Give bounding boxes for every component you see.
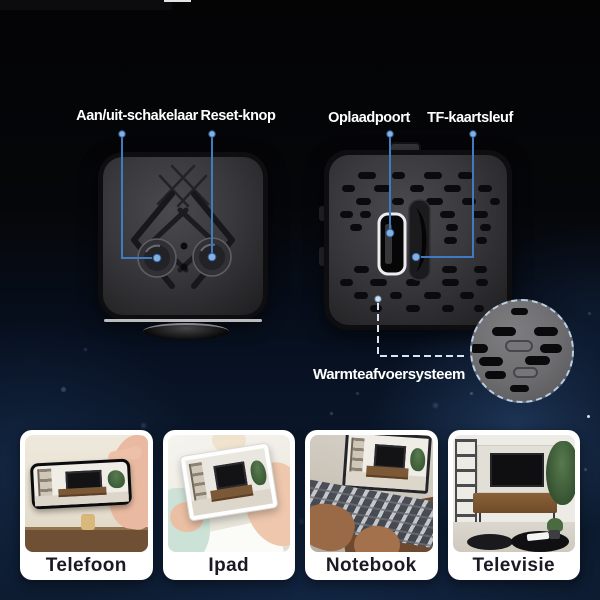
smartphone xyxy=(29,458,133,510)
tall-plant xyxy=(546,441,575,505)
right-hand xyxy=(354,526,400,552)
cup xyxy=(81,514,95,530)
mini-camera-side-view xyxy=(324,150,512,330)
camera-bottom-reflection xyxy=(104,319,262,322)
callout-label-tf-card-slot: TF-kaartsleuf xyxy=(427,110,513,126)
viewing-device-cards: Telefoon Ipad xyxy=(20,430,580,580)
wooden-table xyxy=(25,527,148,552)
notebook-photo xyxy=(310,435,433,552)
card-notebook: Notebook xyxy=(305,430,438,580)
callout-label-reset-button: Reset-knop xyxy=(200,108,276,124)
callout-label-heat-dissipation: Warmteafvoersysteem xyxy=(313,366,465,383)
tablet xyxy=(178,442,279,522)
card-ipad: Ipad xyxy=(162,430,295,580)
power-switch-button xyxy=(137,238,177,278)
magnified-vent-pattern xyxy=(472,308,562,392)
camera-view-room xyxy=(184,448,273,516)
raised-vent-slot xyxy=(505,340,533,352)
side-button-bump xyxy=(319,206,326,221)
card-label-notebook: Notebook xyxy=(325,555,417,576)
televisie-photo xyxy=(452,435,575,552)
camera-front-details xyxy=(131,164,235,289)
coffee-table xyxy=(466,534,513,550)
indicator-hole xyxy=(180,263,188,271)
reset-button xyxy=(192,237,232,277)
raised-vent-slot xyxy=(513,367,538,378)
tf-card-slot xyxy=(408,199,431,281)
laptop-screen xyxy=(342,435,432,494)
heat-vents-magnifier xyxy=(470,299,574,403)
ipad-photo xyxy=(167,435,290,552)
callout-label-power-switch: Aan/uit-schakelaar xyxy=(76,108,198,124)
top-edge-highlight xyxy=(164,0,191,2)
small-plant xyxy=(547,518,563,532)
background-bokeh-dots xyxy=(0,0,3,3)
card-label-telefoon: Telefoon xyxy=(45,555,127,576)
media-console xyxy=(472,493,557,513)
console-legs xyxy=(478,513,555,522)
camera-lens-base xyxy=(143,323,229,340)
charging-port xyxy=(377,212,407,276)
camera-view-room xyxy=(345,435,429,491)
telefoon-photo xyxy=(25,435,148,552)
card-televisie: Televisie xyxy=(447,430,580,580)
camera-view-room xyxy=(33,461,129,507)
top-edge-artifact xyxy=(0,0,172,10)
side-button-bump xyxy=(319,247,326,266)
card-label-ipad: Ipad xyxy=(208,555,250,576)
card-telefoon: Telefoon xyxy=(20,430,153,580)
ladder-shelf xyxy=(454,439,477,525)
callout-label-charging-port: Oplaadpoort xyxy=(328,110,410,126)
microphone-hole xyxy=(180,242,188,250)
television xyxy=(489,453,544,487)
mini-camera-front-view xyxy=(98,152,268,320)
plant-pot xyxy=(549,530,560,539)
card-label-televisie: Televisie xyxy=(472,555,555,576)
